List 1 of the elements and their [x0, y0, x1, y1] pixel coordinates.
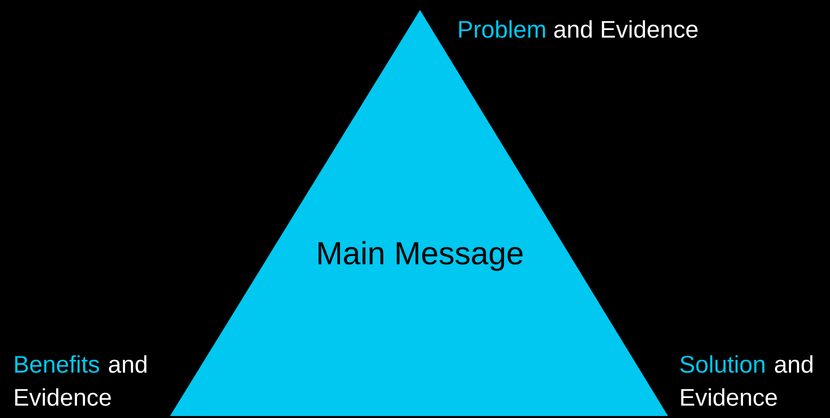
- corner-label: Benefits and Evidence: [15, 355, 146, 406]
